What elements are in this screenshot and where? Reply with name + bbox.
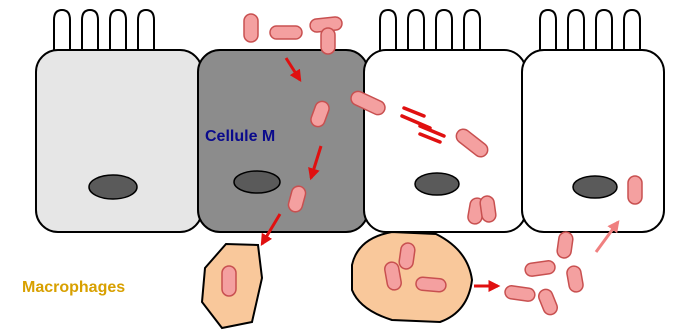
microvillus [436,10,452,52]
nucleus [234,171,280,193]
bacterium [270,26,302,39]
epithelial-cell [522,50,664,232]
microvillus [596,10,612,52]
microvillus [82,10,98,52]
bacterium [244,14,258,42]
bacterium [222,266,236,296]
microvilli-group [54,10,640,52]
bacterium [628,176,642,204]
microvillus [464,10,480,52]
microvillus [568,10,584,52]
microvillus [408,10,424,52]
nucleus [573,176,617,198]
bacterium [504,285,536,302]
microvillus [624,10,640,52]
microvillus [138,10,154,52]
macrophages-label: Macrophages [22,279,125,296]
microvillus [540,10,556,52]
bacterium [524,260,556,277]
bacterium [556,231,573,259]
bacterium [566,265,584,293]
microvillus [54,10,70,52]
nucleus [89,175,137,199]
bacterium [415,277,446,293]
epithelial-cell [36,50,202,232]
microvillus [110,10,126,52]
bacterium [537,287,560,316]
m-cell-label: Cellule M [205,128,275,145]
nucleus [415,173,459,195]
epithelial-cell [364,50,526,232]
bacterium [321,28,335,54]
microvillus [380,10,396,52]
